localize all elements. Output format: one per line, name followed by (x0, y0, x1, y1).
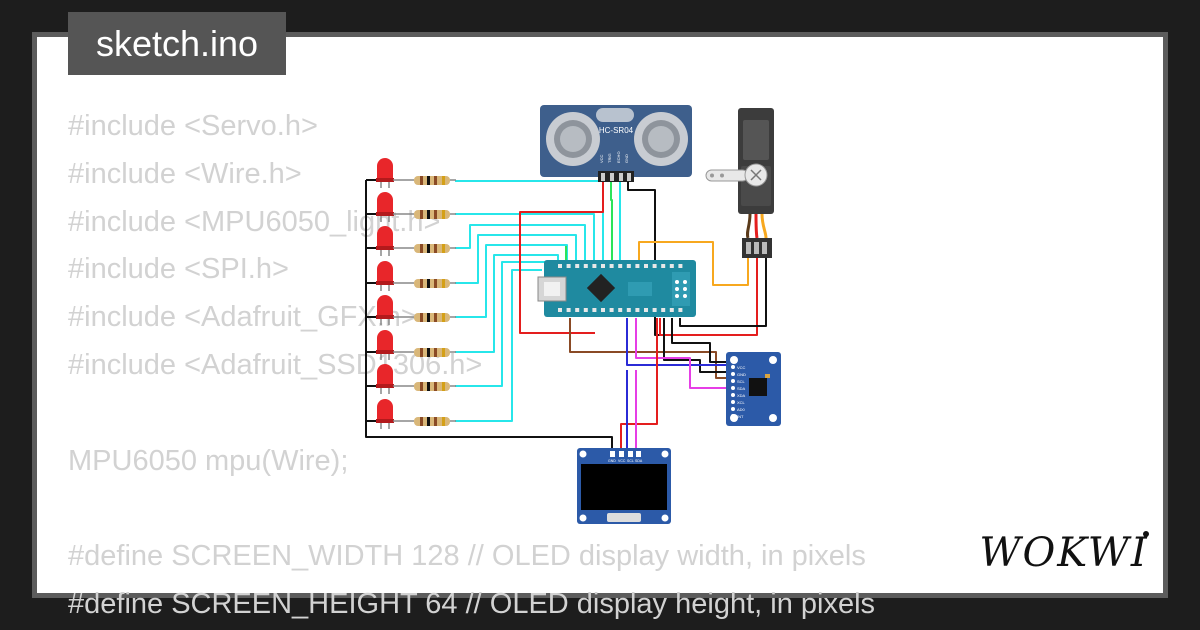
mpu-pin-vcc: VCC (737, 365, 746, 370)
mcu-chip (586, 273, 616, 303)
wire-mpu-gnd (663, 318, 728, 373)
nano-pin (601, 264, 605, 268)
nano-pin (566, 308, 571, 312)
nano-pin (661, 264, 666, 268)
wire-oled-vcc (620, 318, 658, 455)
oled-display: GND VCC SCL SDA (577, 448, 671, 524)
code-editor[interactable]: #include <Servo.h> #include <Wire.h> #incl… (68, 103, 875, 629)
us-pin-trig: TRIG (607, 153, 612, 163)
nano-pin (635, 308, 640, 312)
oled-pin-sda: SDA (635, 459, 643, 463)
code-line[interactable]: MPU6050 mpu(Wire); (68, 444, 349, 477)
nano-pin (678, 264, 683, 268)
nano-pin (652, 308, 657, 312)
led-7[interactable] (376, 364, 456, 394)
code-line[interactable]: #include <Wire.h> (68, 157, 302, 190)
nano-pin (618, 308, 623, 312)
nano-pin (583, 308, 588, 312)
code-line[interactable]: #include <SPI.h> (68, 253, 289, 286)
nano-pin (592, 308, 597, 312)
wire-mpu-sda (635, 318, 728, 389)
nano-top-headers (558, 264, 683, 268)
mpu-pin-scl: SCL (737, 379, 746, 384)
nano-pin (583, 264, 588, 268)
arduino-nano (537, 260, 696, 317)
code-line[interactable]: #define SCREEN_HEIGHT 64 // OLED display… (68, 587, 876, 620)
nano-pin (626, 308, 631, 312)
mpu-chip (749, 378, 767, 396)
nano-bottom-headers (558, 308, 683, 312)
led-8[interactable] (376, 399, 456, 429)
led-2[interactable] (376, 192, 456, 222)
nano-pin (652, 264, 657, 268)
code-line[interactable]: #include <MPU6050_light.h> (68, 205, 441, 238)
file-tab[interactable]: sketch.ino (68, 12, 286, 75)
nano-pin (609, 308, 614, 312)
led-3[interactable] (376, 226, 456, 256)
nano-pin (558, 264, 562, 268)
wire-cyan-6 (455, 254, 559, 353)
wokwi-logo-text: WOKWI (979, 530, 1148, 576)
us-pin-gnd: GND (624, 154, 629, 163)
mpu-pin-holes (731, 365, 735, 418)
nano-pin (558, 308, 562, 312)
nano-pin (609, 264, 614, 268)
wire-cyan-8 (455, 269, 542, 422)
oled-screen (581, 464, 667, 510)
ultrasonic-label: HC-SR04 (599, 126, 634, 135)
wire-vcc-us (519, 181, 604, 334)
wire-brown (569, 318, 728, 379)
led-5[interactable] (376, 295, 456, 325)
oled-pin-gnd: GND (608, 459, 616, 463)
wire-servo-gnd (679, 258, 767, 327)
wire-oled-gnd (365, 432, 613, 455)
nano-pin (626, 264, 631, 268)
nano-pin (669, 264, 674, 268)
mpu-pin-sda: SDA (737, 386, 746, 391)
wire-cyan-7 (455, 261, 551, 387)
nano-pin (618, 264, 623, 268)
mpu-pin-xcl: XCL (737, 400, 746, 405)
nano-pin (644, 264, 648, 268)
ultrasonic-sensor: HC-SR04 VCC TRIG ECHO GND (540, 105, 692, 182)
wire-cyan-2 (455, 213, 595, 266)
oled-pin-vcc: VCC (618, 459, 626, 463)
led-1[interactable] (376, 158, 456, 188)
led-4[interactable] (376, 261, 456, 291)
led-column (376, 158, 456, 429)
wire-servo-signal (638, 241, 749, 286)
nano-pin (566, 264, 571, 268)
code-line[interactable]: #define SCREEN_WIDTH 128 // OLED display… (68, 540, 866, 573)
mpu-pin-gnd: GND (737, 372, 746, 377)
mpu-pin-xda: XDA (737, 393, 746, 398)
nano-pin (575, 308, 580, 312)
oled-pin-scl: SCL (627, 459, 634, 463)
wire-led-ground (365, 179, 380, 432)
wire-cyan-4 (455, 234, 577, 284)
nano-pin (635, 264, 640, 268)
nano-pin (601, 308, 605, 312)
wire-trig (610, 181, 613, 266)
wire-mpu-scl (626, 318, 728, 366)
led-6[interactable] (376, 330, 456, 360)
nano-pin (575, 264, 580, 268)
nano-pin (644, 308, 648, 312)
servo-motor (705, 108, 774, 258)
nano-pin (678, 308, 683, 312)
wire-mpu-vcc (671, 318, 728, 363)
us-pin-vcc: VCC (599, 154, 604, 163)
mpu-pin-int: INT (737, 414, 744, 419)
nano-pin (669, 308, 674, 312)
code-line[interactable]: #include <Servo.h> (68, 110, 318, 142)
nano-pin (661, 308, 666, 312)
us-pin-echo: ECHO (616, 151, 621, 163)
wire-servo-vcc (659, 258, 758, 336)
wokwi-logo: WOKWI (979, 530, 1149, 576)
mpu6050-module: VCC GND SCL SDA XDA XCL AD0 INT (726, 352, 781, 426)
wire-cyan-3 (455, 224, 586, 266)
nano-pin (592, 264, 597, 268)
mpu-pin-ad0: AD0 (737, 407, 746, 412)
